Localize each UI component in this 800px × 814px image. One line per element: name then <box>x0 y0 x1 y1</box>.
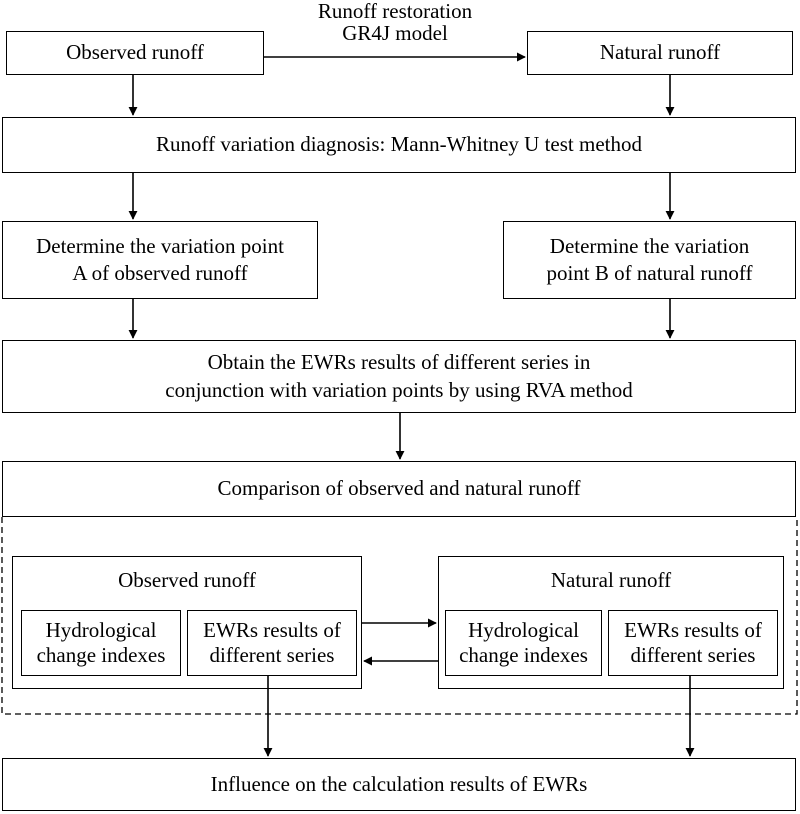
comparison-label: Comparison of observed and natural runof… <box>217 476 581 501</box>
variation-point-b-line2: point B of natural runoff <box>546 261 753 285</box>
natural-ewrs-results-box: EWRs results of different series <box>608 610 778 676</box>
variation-point-b-line1: Determine the variation <box>549 233 750 258</box>
variation-point-a-line1: Determine the variation point <box>36 233 284 258</box>
observed-ewrs-results-box: EWRs results of different series <box>187 610 357 676</box>
variation-diagnosis-label: Runoff variation diagnosis: Mann-Whitney… <box>155 132 643 157</box>
observed-runoff-box: Observed runoff <box>6 31 264 75</box>
influence-label: Influence on the calculation results of … <box>210 771 588 796</box>
natural-group-title: Natural runoff <box>550 568 672 592</box>
ewrs-rva-line2: conjunction with variation points by usi… <box>165 377 633 402</box>
natural-runoff-group: Natural runoff Hydrological change index… <box>438 556 784 689</box>
observed-hydro-line2: change indexes <box>36 643 166 667</box>
observed-runoff-label: Observed runoff <box>66 40 204 65</box>
comparison-box: Comparison of observed and natural runof… <box>2 461 796 517</box>
natural-runoff-label: Natural runoff <box>599 40 721 65</box>
runoff-restoration-line1: Runoff restoration <box>317 0 473 23</box>
influence-box: Influence on the calculation results of … <box>2 758 796 811</box>
variation-point-a-line2: A of observed runoff <box>72 261 248 285</box>
natural-runoff-box: Natural runoff <box>527 31 793 75</box>
natural-hydro-line1: Hydrological <box>468 617 579 642</box>
variation-point-b-box: Determine the variation point B of natur… <box>503 221 796 299</box>
natural-ewrs-line1: EWRs results of <box>624 617 762 642</box>
natural-hydrological-indexes-box: Hydrological change indexes <box>445 610 602 676</box>
variation-diagnosis-box: Runoff variation diagnosis: Mann-Whitney… <box>2 117 796 173</box>
variation-point-a-box: Determine the variation point A of obser… <box>2 221 318 299</box>
observed-runoff-group: Observed runoff Hydrological change inde… <box>12 556 362 689</box>
comparison-dashed-enclosure <box>1 517 798 715</box>
observed-hydro-line1: Hydrological <box>45 617 157 642</box>
observed-ewrs-line1: EWRs results of <box>203 617 341 642</box>
observed-group-title: Observed runoff <box>118 568 256 592</box>
ewrs-rva-box: Obtain the EWRs results of different ser… <box>2 340 796 413</box>
natural-hydro-line2: change indexes <box>459 643 588 667</box>
observed-hydrological-indexes-box: Hydrological change indexes <box>21 610 181 676</box>
observed-ewrs-line2: different series <box>209 643 335 667</box>
runoff-restoration-line2: GR4J model <box>342 21 448 46</box>
runoff-restoration-label: Runoff restoration GR4J model <box>270 0 520 44</box>
ewrs-rva-line1: Obtain the EWRs results of different ser… <box>207 350 591 375</box>
natural-ewrs-line2: different series <box>630 643 756 667</box>
